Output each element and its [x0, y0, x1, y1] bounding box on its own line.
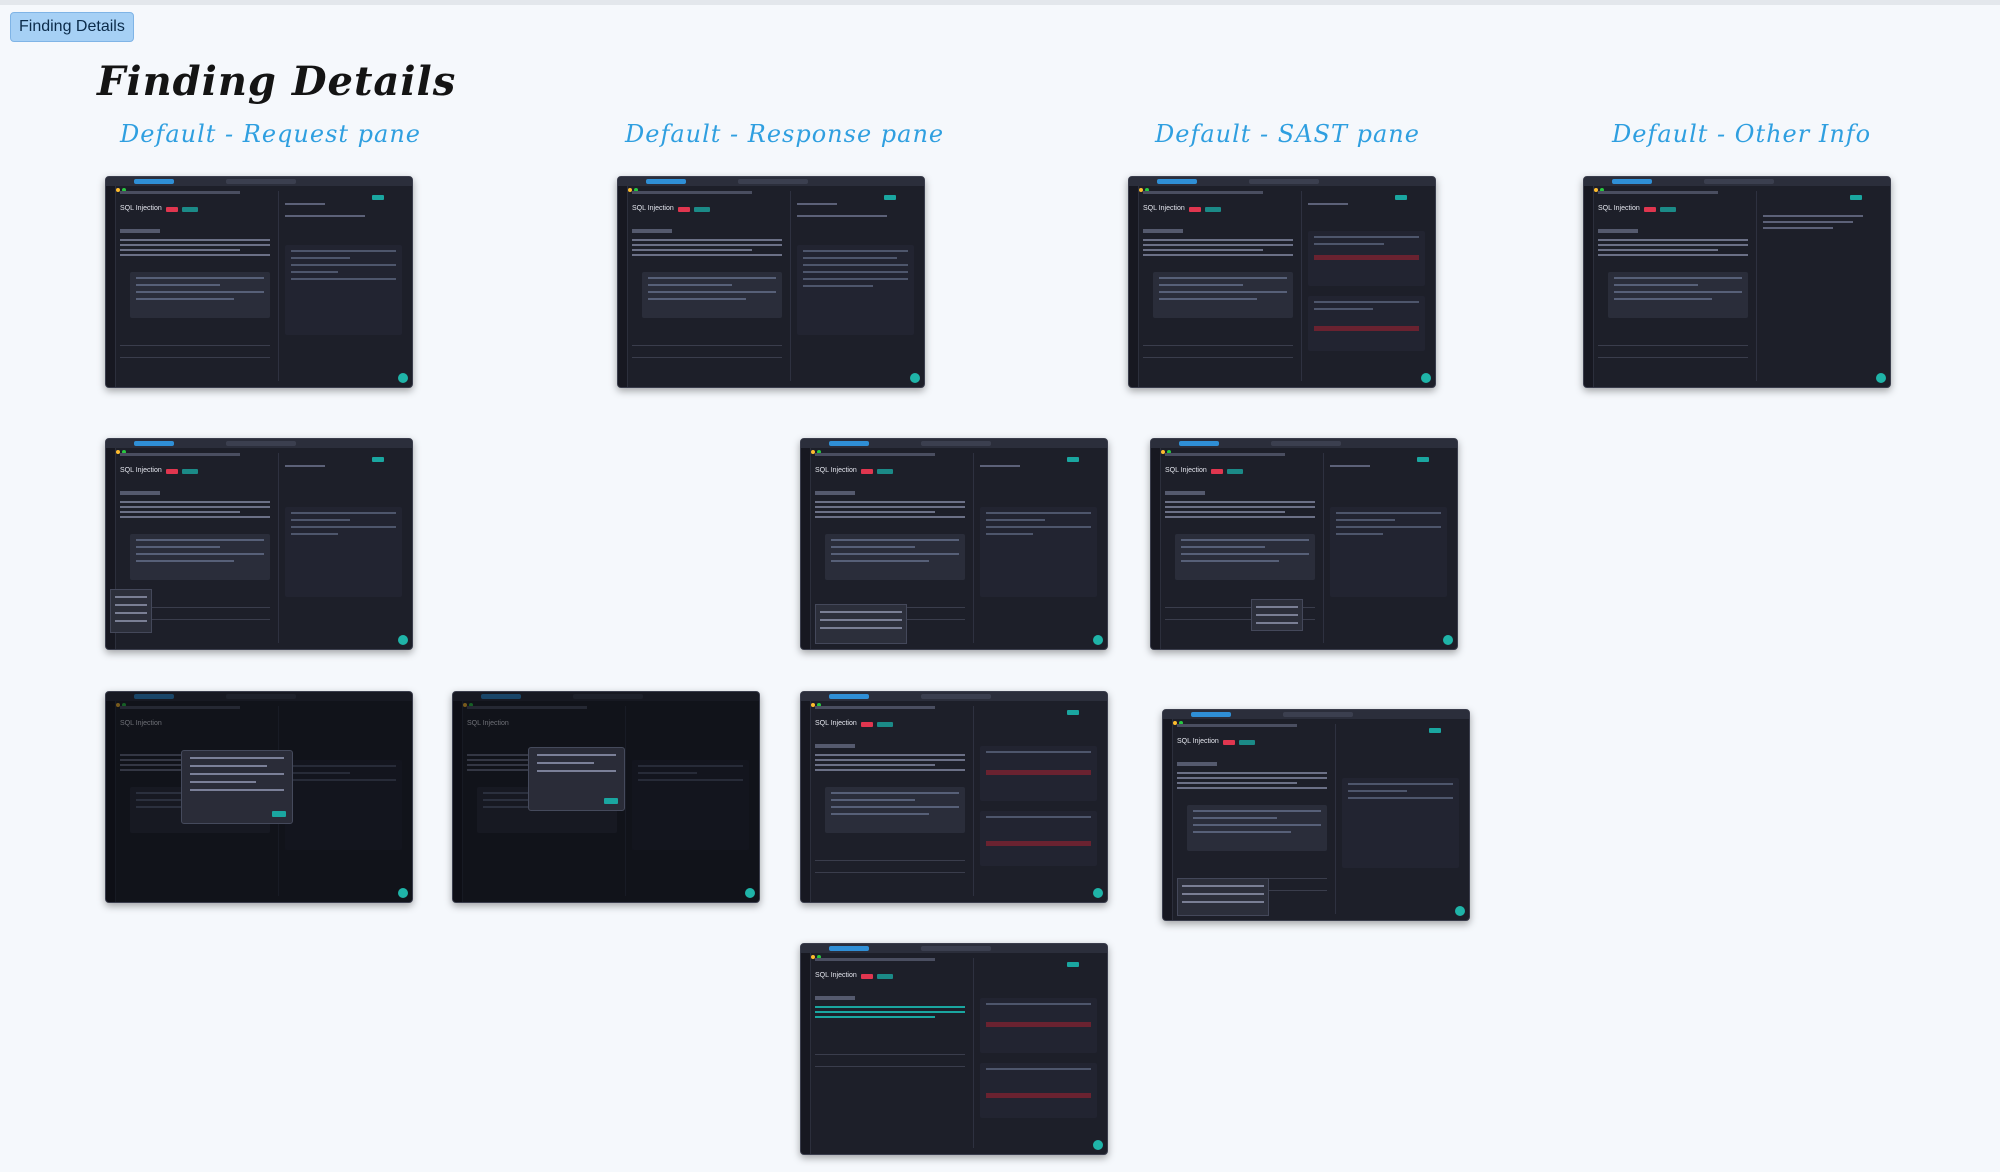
column-label-request-pane: Default - Request pane	[120, 120, 421, 148]
chat-fab-icon	[398, 373, 408, 383]
screenshot-request-pane-menu[interactable]: SQL Injection	[105, 438, 413, 650]
screenshot-response-pane[interactable]: SQL Injection	[617, 176, 925, 388]
finding-title: SQL Injection	[1177, 738, 1219, 745]
screenshot-request-pane[interactable]: SQL Injection	[105, 176, 413, 388]
modal-dialog[interactable]	[528, 747, 625, 811]
finding-title: SQL Injection	[120, 205, 162, 212]
screenshot-modal-risk-accepted[interactable]: SQL Injection	[452, 691, 760, 903]
finding-title: SQL Injection	[815, 972, 857, 979]
finding-title: SQL Injection	[1598, 205, 1640, 212]
chat-fab-icon	[398, 888, 408, 898]
screenshot-sast-pane-menu[interactable]: SQL Injection	[1150, 438, 1458, 650]
chat-fab-icon	[1455, 906, 1465, 916]
frame-label[interactable]: Finding Details	[10, 12, 134, 42]
dropdown-menu[interactable]	[815, 604, 907, 644]
screenshot-response-pane-menu[interactable]: SQL Injection	[800, 438, 1108, 650]
canvas-top-border	[0, 0, 2000, 5]
column-label-sast-pane: Default - SAST pane	[1155, 120, 1420, 148]
dropdown-menu[interactable]	[1251, 599, 1303, 631]
column-label-other-info: Default - Other Info	[1612, 120, 1872, 148]
chat-fab-icon	[1421, 373, 1431, 383]
chat-fab-icon	[1093, 1140, 1103, 1150]
chat-fab-icon	[910, 373, 920, 383]
chat-fab-icon	[1093, 888, 1103, 898]
dropdown-menu[interactable]	[1177, 878, 1269, 916]
modal-confirm-button[interactable]	[604, 798, 618, 804]
chat-fab-icon	[1876, 373, 1886, 383]
screenshot-sast-pane-expanded[interactable]: SQL Injection	[800, 943, 1108, 1155]
finding-title: SQL Injection	[1165, 467, 1207, 474]
screenshot-sast-pane-highlight[interactable]: SQL Injection	[800, 691, 1108, 903]
finding-title: SQL Injection	[1143, 205, 1185, 212]
finding-title: SQL Injection	[120, 467, 162, 474]
context-menu[interactable]	[110, 589, 152, 633]
chat-fab-icon	[1093, 635, 1103, 645]
modal-confirm-button[interactable]	[272, 811, 286, 817]
screenshot-request-pane-dropdown[interactable]: SQL Injection	[1162, 709, 1470, 921]
chat-fab-icon	[1443, 635, 1453, 645]
chat-fab-icon	[745, 888, 755, 898]
chat-fab-icon	[398, 635, 408, 645]
modal-dialog[interactable]	[181, 750, 293, 824]
column-label-response-pane: Default - Response pane	[625, 120, 945, 148]
page-title: Finding Details	[97, 58, 457, 105]
screenshot-modal-request[interactable]: SQL Injection	[105, 691, 413, 903]
finding-title: SQL Injection	[815, 467, 857, 474]
screenshot-sast-pane[interactable]: SQL Injection	[1128, 176, 1436, 388]
screenshot-other-info[interactable]: SQL Injection	[1583, 176, 1891, 388]
finding-title: SQL Injection	[632, 205, 674, 212]
finding-title: SQL Injection	[815, 720, 857, 727]
